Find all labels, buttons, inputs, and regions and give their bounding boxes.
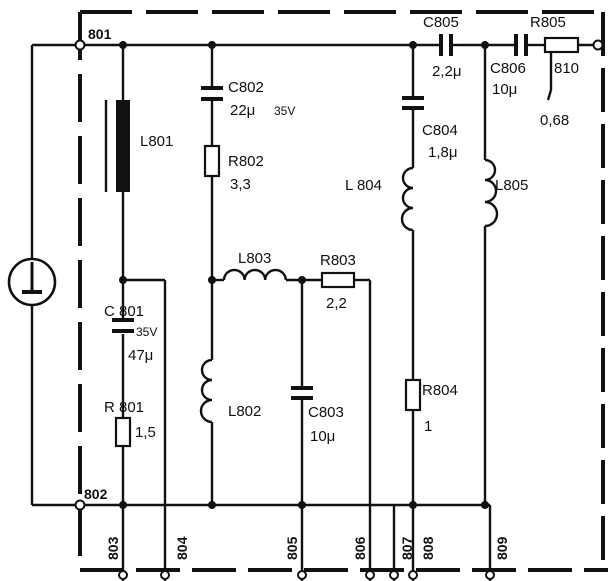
label-r802: R802 bbox=[228, 153, 264, 170]
label-c803-value: 10μ bbox=[310, 428, 335, 445]
label-c802-voltage: 35V bbox=[274, 104, 295, 118]
inductor-l801 bbox=[104, 100, 130, 192]
label-r804: R804 bbox=[422, 382, 458, 399]
label-r805: R805 bbox=[530, 14, 566, 31]
label-r805-pin: 810 bbox=[554, 60, 579, 77]
resistor-r804 bbox=[404, 378, 422, 412]
label-c804: C804 bbox=[422, 122, 458, 139]
junctions bbox=[119, 41, 489, 509]
label-r805-value: 0,68 bbox=[540, 112, 569, 129]
resistor-r802 bbox=[203, 144, 221, 178]
resistor-r801 bbox=[114, 416, 132, 448]
inductor-l803 bbox=[222, 268, 287, 281]
component-labels: L801 C 801 35V 47μ R 801 1,5 C802 22μ 35… bbox=[104, 14, 579, 445]
label-c805-value: 2,2μ bbox=[432, 63, 462, 80]
node-802: 802 bbox=[84, 486, 108, 502]
enclosure-border bbox=[78, 10, 608, 572]
capacitor-c804 bbox=[402, 96, 424, 110]
label-c801-voltage: 35V bbox=[136, 325, 157, 339]
label-r804-value: 1 bbox=[424, 418, 432, 435]
label-l803: L803 bbox=[238, 250, 271, 267]
node-806: 806 bbox=[352, 536, 368, 560]
label-l804: L 804 bbox=[345, 177, 382, 194]
node-808: 808 bbox=[420, 536, 436, 560]
label-r803-value: 2,2 bbox=[326, 295, 347, 312]
label-c804-value: 1,8μ bbox=[428, 144, 458, 161]
capacitor-c803 bbox=[291, 386, 313, 400]
node-804: 804 bbox=[174, 536, 190, 560]
node-805: 805 bbox=[284, 536, 300, 560]
label-r801: R 801 bbox=[104, 399, 144, 416]
label-l805: L805 bbox=[495, 177, 528, 194]
inductor-l804 bbox=[400, 166, 414, 232]
wires bbox=[32, 43, 596, 581]
capacitor-c801 bbox=[112, 318, 134, 333]
node-809: 809 bbox=[494, 536, 510, 560]
label-c806-value: 10μ bbox=[492, 81, 517, 98]
label-c805: C805 bbox=[423, 14, 459, 31]
speaker-symbol bbox=[7, 45, 57, 505]
node-labels: 801 802 803 804 805 806 807 808 809 bbox=[84, 26, 510, 560]
terminals bbox=[74, 39, 604, 580]
resistor-r803 bbox=[320, 271, 356, 289]
label-r802-value: 3,3 bbox=[230, 176, 251, 193]
node-801: 801 bbox=[88, 26, 112, 42]
node-803: 803 bbox=[105, 536, 121, 560]
capacitor-c802 bbox=[201, 86, 223, 101]
label-r803: R803 bbox=[320, 252, 356, 269]
label-l802: L802 bbox=[228, 403, 261, 420]
inductor-l802 bbox=[199, 358, 213, 424]
label-c801: C 801 bbox=[104, 303, 144, 320]
inductor-l805 bbox=[484, 158, 499, 228]
resistor-r805 bbox=[543, 36, 580, 54]
label-c806: C806 bbox=[490, 60, 526, 77]
label-c801-value: 47μ bbox=[128, 347, 153, 364]
capacitor-c806 bbox=[512, 34, 532, 56]
label-c802-value: 22μ bbox=[230, 102, 255, 119]
label-r801-value: 1,5 bbox=[135, 424, 156, 441]
label-c803: C803 bbox=[308, 404, 344, 421]
node-807: 807 bbox=[399, 536, 415, 560]
capacitor-c805 bbox=[418, 34, 460, 56]
label-c802: C802 bbox=[228, 79, 264, 96]
label-l801: L801 bbox=[140, 133, 173, 150]
